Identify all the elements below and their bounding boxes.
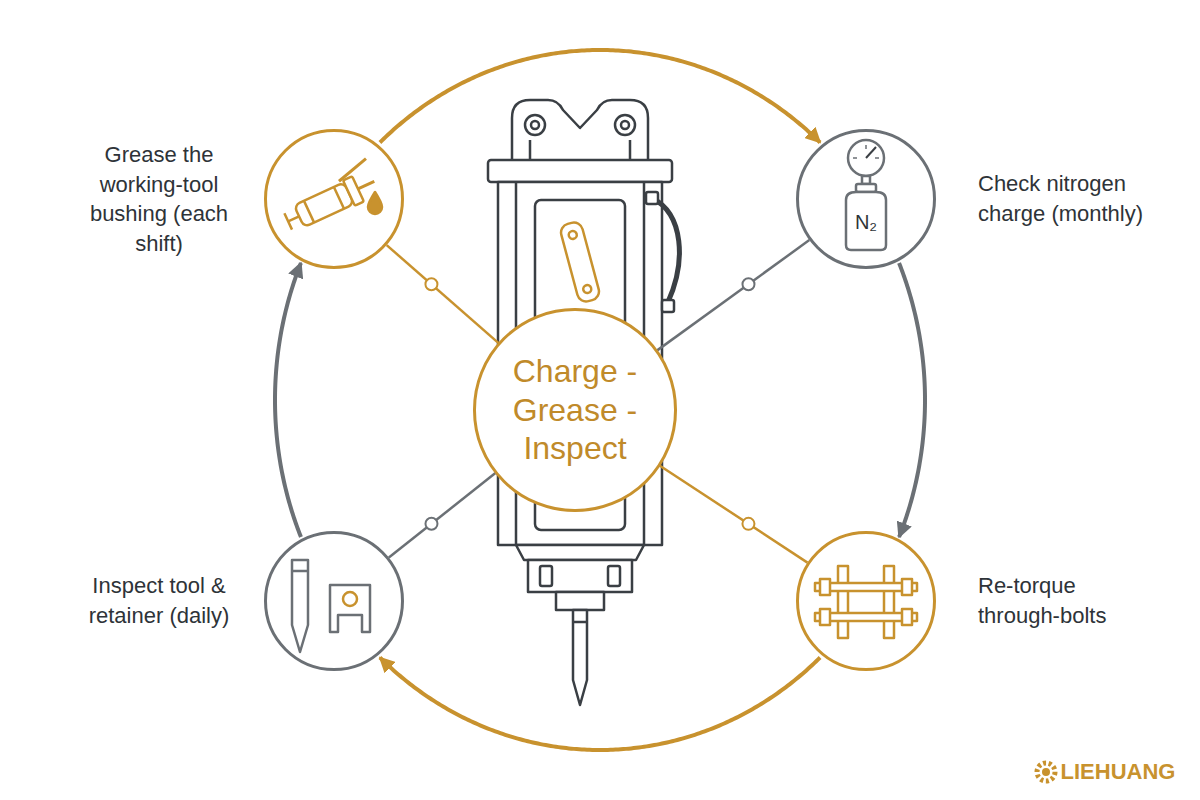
spoke-line: [657, 240, 809, 350]
logo-gear: [1037, 763, 1055, 781]
through-bolt-icon: [884, 566, 894, 638]
nitrogen-bottle-icon: [853, 145, 879, 158]
through-bolt-icon: [902, 609, 912, 625]
watermark: LIEHUANG: [1061, 759, 1176, 785]
through-bolt-icon: [820, 609, 830, 625]
step-label: Check nitrogen charge (monthly): [978, 169, 1146, 228]
step-label: Inspect tool & retainer (daily): [79, 571, 239, 630]
through-bolt-icon: [838, 566, 848, 638]
hydraulic-breaker: [646, 192, 658, 204]
tool-retainer-icon: [292, 560, 370, 652]
grease-gun-icon: [335, 159, 370, 182]
spoke-line: [660, 466, 808, 563]
hydraulic-breaker: [573, 621, 587, 624]
hydraulic-breaker: [488, 160, 672, 182]
hydraulic-breaker: [662, 300, 674, 312]
step-icon-circle: Grease the working-tool bushing (each sh…: [264, 129, 404, 269]
cycle-arrow: [380, 658, 820, 750]
step-text: Check nitrogen charge (monthly): [978, 169, 1146, 228]
logo-gear: [1037, 763, 1055, 781]
step-label: Grease the working-tool bushing (each sh…: [79, 140, 239, 259]
step-text: Inspect tool & retainer (daily): [79, 571, 239, 630]
hydraulic-breaker: [582, 284, 592, 294]
through-bolt-icon: [902, 579, 912, 595]
connector-group: [275, 50, 925, 750]
cycle-arrow: [380, 50, 820, 142]
hydraulic-breaker: [498, 182, 662, 545]
hydraulic-breaker: [512, 100, 648, 165]
hydraulic-breaker: [556, 592, 604, 610]
hydraulic-breaker: [621, 121, 629, 129]
hub-text: Charge - Grease - Inspect: [500, 352, 650, 467]
spoke-dot: [425, 278, 437, 290]
cycle-arrow: [899, 263, 925, 537]
spoke-line: [387, 245, 499, 343]
through-bolt-icon: [815, 566, 917, 638]
tool-retainer-icon: [343, 592, 357, 606]
grease-gun-icon: [278, 159, 382, 234]
hydraulic-breaker: [531, 121, 539, 129]
grease-gun-icon: [284, 208, 302, 229]
nitrogen-bottle-icon: [866, 147, 876, 158]
step-text: Re-torque through-bolts: [978, 571, 1146, 630]
step-icon-circle: Check nitrogen charge (monthly): [796, 129, 936, 269]
nitrogen-bottle-icon: [848, 140, 884, 176]
step-icon-circle: Re-torque through-bolts: [796, 531, 936, 671]
step-label: Re-torque through-bolts: [978, 571, 1146, 630]
hydraulic-breaker: [516, 182, 644, 545]
step-text: Grease the working-tool bushing (each sh…: [79, 140, 239, 259]
step-icon-circle: Inspect tool & retainer (daily): [264, 531, 404, 671]
spoke-line: [389, 473, 496, 557]
tool-retainer-icon: [330, 585, 370, 632]
grease-gun-icon: [358, 181, 374, 189]
hydraulic-breaker: [652, 198, 679, 302]
cycle-arrow: [275, 263, 301, 537]
hydraulic-breaker: [615, 115, 635, 135]
hydraulic-breaker: [516, 545, 644, 560]
hub-title: Charge - Grease - Inspect: [500, 352, 650, 467]
spoke-dots: [425, 278, 754, 530]
hydraulic-breaker: [559, 221, 601, 304]
hydraulic-breaker: [525, 115, 545, 135]
hydraulic-breaker: [608, 566, 620, 586]
hub-circle: Charge - Grease - Inspect: [473, 308, 676, 511]
hydraulic-breaker: [488, 100, 679, 705]
tool-retainer-icon: [292, 570, 308, 573]
grease-gun-icon: [294, 182, 354, 227]
nitrogen-bottle-icon: [846, 140, 886, 250]
hydraulic-breaker: [528, 560, 632, 592]
gas-symbol: N₂: [855, 211, 877, 234]
grease-gun-icon: [304, 187, 344, 223]
tool-retainer-icon: [292, 560, 308, 652]
hydraulic-breaker: [540, 566, 552, 586]
nitrogen-bottle-icon: [846, 192, 886, 250]
grease-gun-icon: [368, 192, 382, 214]
through-bolt-icon: [820, 579, 830, 595]
grease-gun-icon: [278, 159, 382, 234]
spoke-dot: [742, 518, 754, 530]
hydraulic-breaker: [573, 610, 587, 705]
logo-gear: [1042, 768, 1050, 776]
hydraulic-breaker: [559, 221, 601, 304]
spoke-dot: [425, 518, 437, 530]
hydraulic-breaker: [535, 200, 625, 530]
grease-gun-icon: [343, 176, 364, 206]
hydraulic-breaker: [568, 230, 578, 240]
spoke-dot: [742, 278, 754, 290]
